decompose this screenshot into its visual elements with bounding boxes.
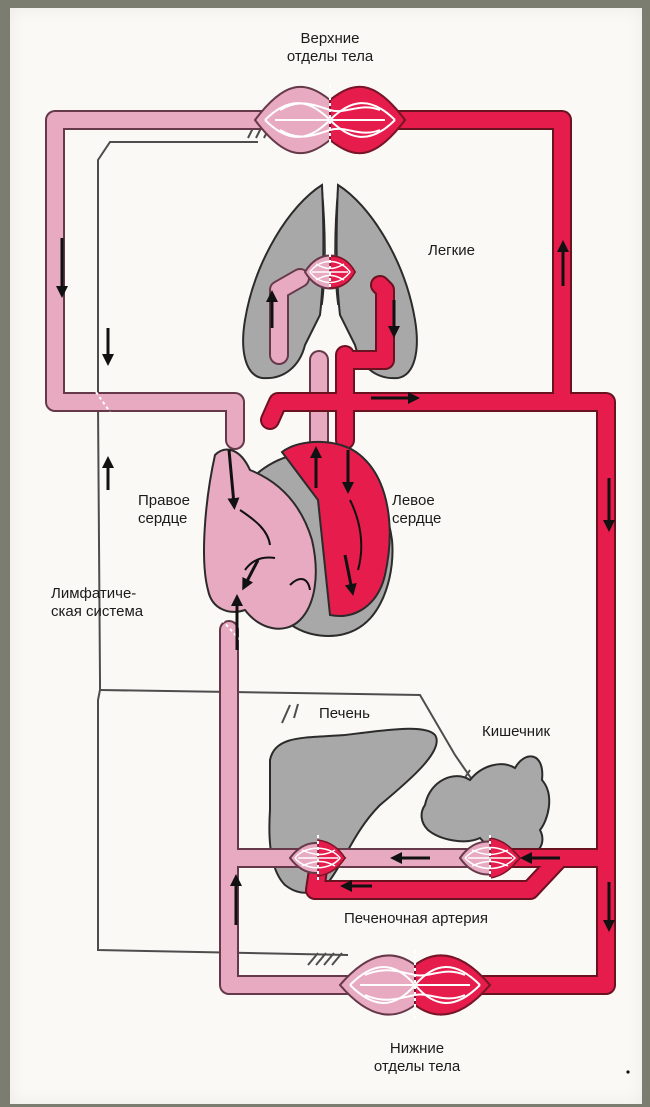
label-liver: Печень <box>319 705 370 723</box>
label-lymphatic-system: Лимфатиче- ская система <box>51 585 143 621</box>
print-dot <box>626 1070 629 1073</box>
label-left-heart: Левое сердце <box>392 492 441 528</box>
label-lower-body: Нижние отделы тела <box>374 1040 460 1076</box>
label-right-heart-line2: сердце <box>138 510 190 528</box>
label-upper-body-line1: Верхние <box>287 30 373 48</box>
label-lymphatic-line2: ская система <box>51 603 143 621</box>
label-lungs: Легкие <box>428 242 475 260</box>
label-upper-body: Верхние отделы тела <box>287 30 373 66</box>
label-intestine: Кишечник <box>482 723 550 741</box>
liver-organ <box>269 729 436 893</box>
label-right-heart-line1: Правое <box>138 492 190 510</box>
label-lower-body-line2: отделы тела <box>374 1058 460 1076</box>
label-upper-body-line2: отделы тела <box>287 48 373 66</box>
label-hepatic-artery: Печеночная артерия <box>344 910 488 928</box>
intestine-organ <box>422 756 550 853</box>
upper-body-capillaries <box>255 87 405 153</box>
label-lymphatic-line1: Лимфатиче- <box>51 585 143 603</box>
label-left-heart-line2: сердце <box>392 510 441 528</box>
label-lower-body-line1: Нижние <box>374 1040 460 1058</box>
label-right-heart: Правое сердце <box>138 492 190 528</box>
label-left-heart-line1: Левое <box>392 492 441 510</box>
